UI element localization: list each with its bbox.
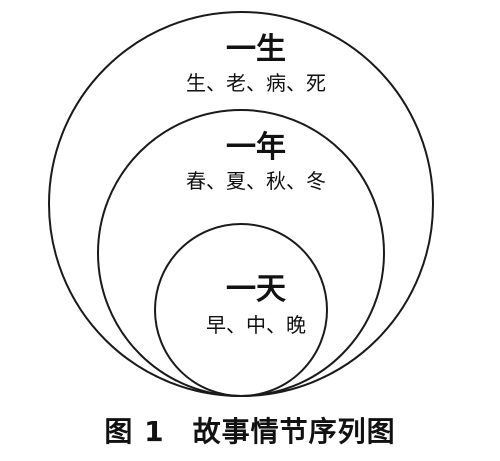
- figure-number: 图 1: [104, 415, 165, 448]
- figure-title: 故事情节序列图: [192, 415, 396, 448]
- inner-circle-items: 早、中、晚: [206, 313, 306, 337]
- middle-circle-title: 一年: [226, 130, 286, 165]
- outer-circle-items: 生、老、病、死: [186, 71, 326, 95]
- middle-circle-items: 春、夏、秋、冬: [186, 169, 326, 193]
- nested-circles-diagram: 一生 生、老、病、死 一年 春、夏、秋、冬 一天 早、中、晚: [48, 11, 434, 397]
- outer-circle-title: 一生: [226, 32, 286, 67]
- inner-circle-day: [154, 223, 328, 397]
- inner-circle-title: 一天: [226, 272, 286, 307]
- figure-caption: 图 1 故事情节序列图: [0, 410, 500, 450]
